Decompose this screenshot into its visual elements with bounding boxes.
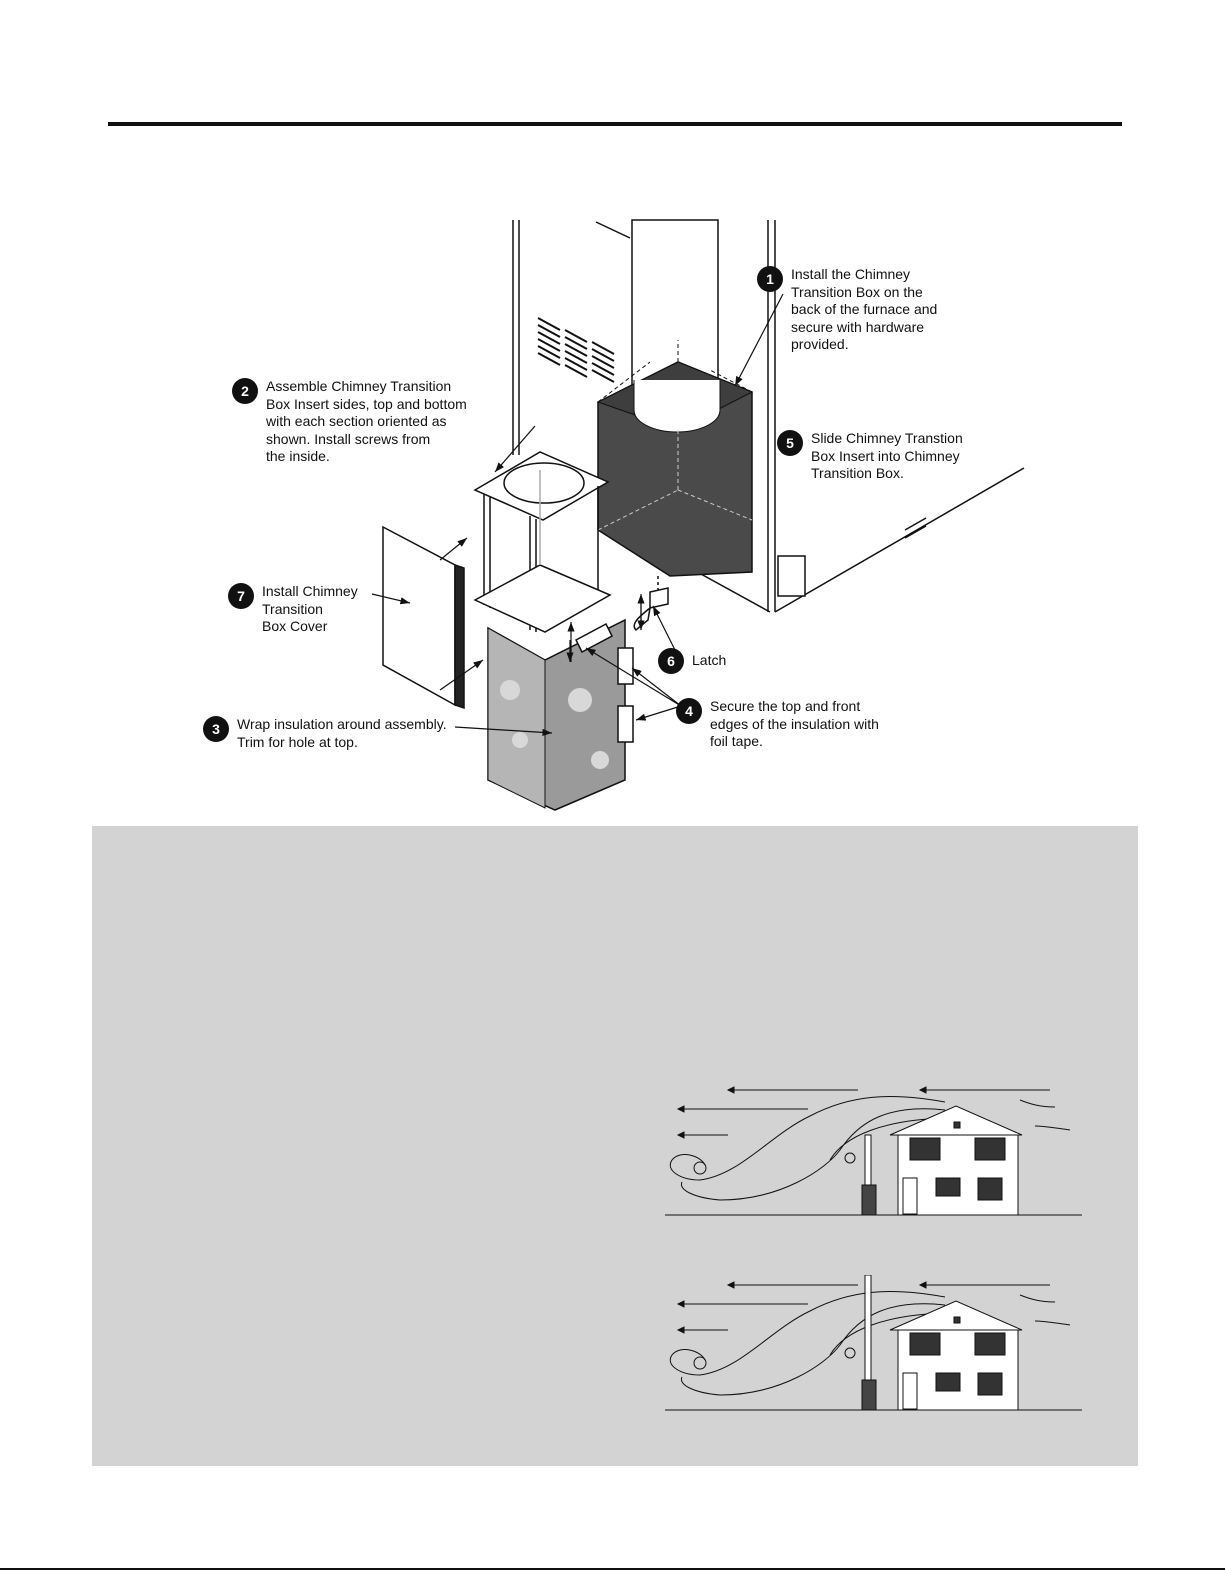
step-7-callout: 7 Install Chimney Transition Box Cover [228, 583, 358, 636]
step-1-badge: 1 [757, 266, 783, 292]
step-6-callout: 6 Latch [658, 648, 726, 674]
transition-box [596, 340, 754, 577]
vent-slots [537, 317, 615, 383]
step-5-callout: 5 Slide Chimney Transtion Box Insert int… [777, 430, 963, 483]
step-7-text: Install Chimney Transition Box Cover [262, 583, 358, 634]
step-2-callout: 2 Assemble Chimney Transition Box Insert… [232, 378, 467, 466]
step-6-text: Latch [692, 652, 727, 669]
step-5-text: Slide Chimney Transtion Box Insert into … [811, 430, 963, 481]
step-3-callout: 3 Wrap insulation around assembly. Trim … [203, 716, 447, 751]
step-2-badge: 2 [232, 378, 258, 404]
downdraft-illustration-tall-chimney [665, 1275, 1082, 1411]
step-3-badge: 3 [203, 716, 229, 742]
insulation-wrap [487, 618, 626, 811]
step-4-badge: 4 [676, 698, 702, 724]
step-4-callout: 4 Secure the top and front edges of the … [676, 698, 879, 751]
foil-tape-strips [575, 622, 634, 743]
transition-box-cover [382, 525, 465, 710]
step-2-text: Assemble Chimney Transition Box Insert s… [266, 378, 467, 464]
step-1-text: Install the Chimney Transition Box on th… [791, 266, 938, 352]
transition-box-insert [473, 451, 612, 633]
step-5-badge: 5 [777, 430, 803, 456]
chimney-transition-box-diagram [371, 219, 1025, 811]
header-rule [108, 122, 1122, 126]
latch-part [633, 576, 669, 632]
downdraft-illustration-short-chimney [665, 1086, 1082, 1216]
footer-rule [0, 1568, 1225, 1570]
step-6-badge: 6 [658, 648, 684, 674]
step-4-text: Secure the top and front edges of the in… [710, 698, 879, 749]
step-1-callout: 1 Install the Chimney Transition Box on … [757, 266, 937, 354]
step-3-text: Wrap insulation around assembly. Trim fo… [237, 716, 447, 750]
step-7-badge: 7 [228, 583, 254, 609]
